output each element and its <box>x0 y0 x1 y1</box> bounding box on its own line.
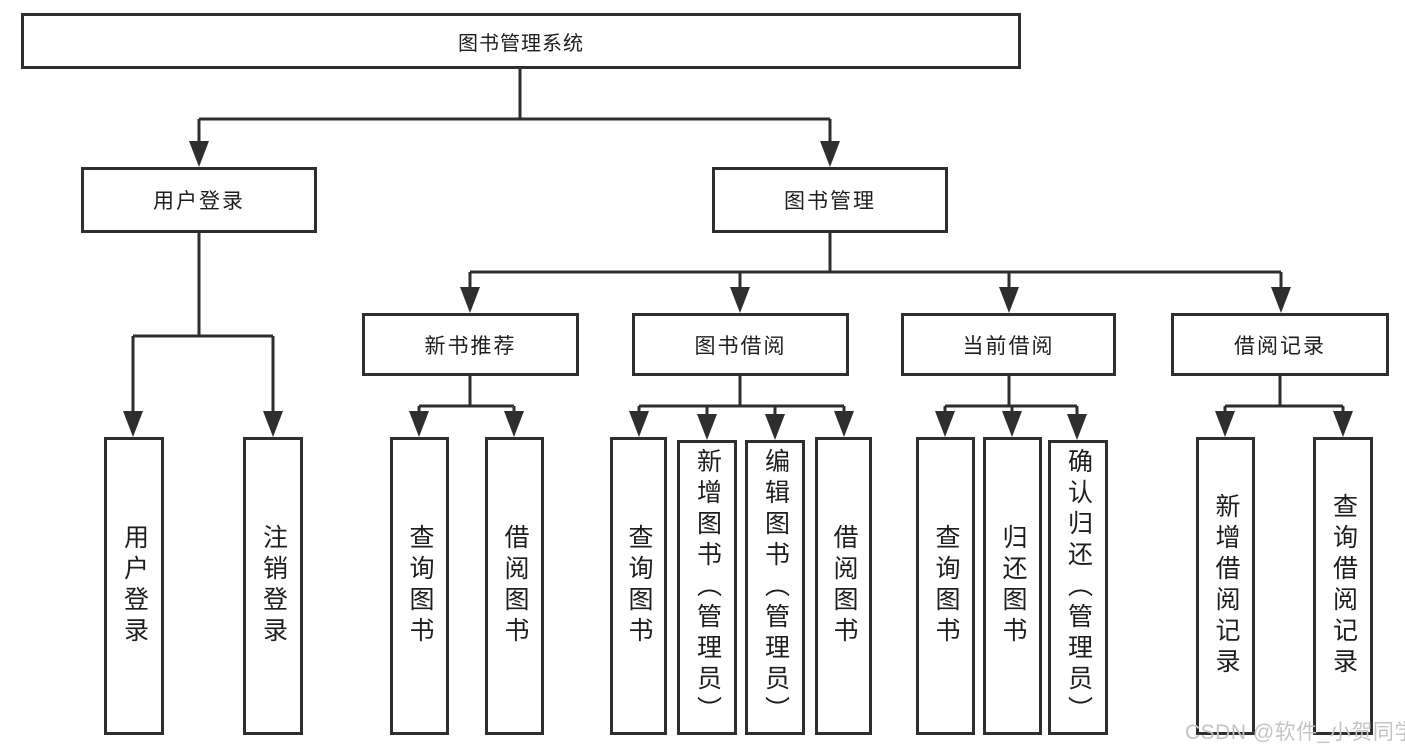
node-book-borrow: 图书借阅 <box>632 313 849 376</box>
node-current-borrow: 当前借阅 <box>901 313 1116 376</box>
node-book-management-system-label: 图书管理系统 <box>458 32 584 55</box>
leaf-borrow-books-borrow: 借阅图书 <box>815 437 872 735</box>
leaf-user-login-label: 用户登录 <box>120 524 149 648</box>
node-book-management-label: 图书管理 <box>784 190 876 213</box>
leaf-query-books-recommend: 查询图书 <box>390 437 449 735</box>
leaf-confirm-return-admin-label: 确认归还（管理员） <box>1064 448 1093 727</box>
leaf-query-borrow-record: 查询借阅记录 <box>1313 437 1373 735</box>
leaf-add-book-admin: 新增图书（管理员） <box>677 440 737 735</box>
leaf-query-books-current-label: 查询图书 <box>932 524 960 648</box>
node-book-management: 图书管理 <box>712 167 948 233</box>
node-user-login-label: 用户登录 <box>153 190 245 213</box>
leaf-borrow-books-recommend: 借阅图书 <box>485 437 544 735</box>
leaf-return-books: 归还图书 <box>983 437 1042 735</box>
leaf-return-books-label: 归还图书 <box>999 524 1027 648</box>
leaf-query-books-recommend-label: 查询图书 <box>406 524 434 648</box>
leaf-query-books-borrow: 查询图书 <box>610 437 667 735</box>
leaf-add-book-admin-label: 新增图书（管理员） <box>693 448 722 727</box>
leaf-add-borrow-record: 新增借阅记录 <box>1196 437 1255 735</box>
node-borrow-records: 借阅记录 <box>1171 313 1389 376</box>
node-new-book-recommend: 新书推荐 <box>362 313 579 376</box>
leaf-logout-label: 注销登录 <box>259 524 288 648</box>
node-user-login: 用户登录 <box>81 167 317 233</box>
node-book-management-system: 图书管理系统 <box>21 13 1021 69</box>
leaf-confirm-return-admin: 确认归还（管理员） <box>1048 440 1108 735</box>
node-current-borrow-label: 当前借阅 <box>962 334 1055 358</box>
node-book-borrow-label: 图书借阅 <box>694 334 787 358</box>
leaf-query-books-current: 查询图书 <box>916 437 975 735</box>
node-new-book-recommend-label: 新书推荐 <box>424 334 517 358</box>
watermark: CSDN @软件_小贺同学 <box>1185 721 1405 744</box>
leaf-user-login: 用户登录 <box>104 437 164 735</box>
leaf-query-borrow-record-label: 查询借阅记录 <box>1329 493 1358 679</box>
leaf-edit-book-admin: 编辑图书（管理员） <box>745 440 805 735</box>
node-borrow-records-label: 借阅记录 <box>1234 334 1326 358</box>
leaf-edit-book-admin-label: 编辑图书（管理员） <box>761 448 790 727</box>
leaf-borrow-books-borrow-label: 借阅图书 <box>830 524 858 648</box>
leaf-add-borrow-record-label: 新增借阅记录 <box>1212 493 1240 679</box>
leaf-logout: 注销登录 <box>243 437 303 735</box>
leaf-query-books-borrow-label: 查询图书 <box>625 524 653 648</box>
leaf-borrow-books-recommend-label: 借阅图书 <box>501 524 529 648</box>
